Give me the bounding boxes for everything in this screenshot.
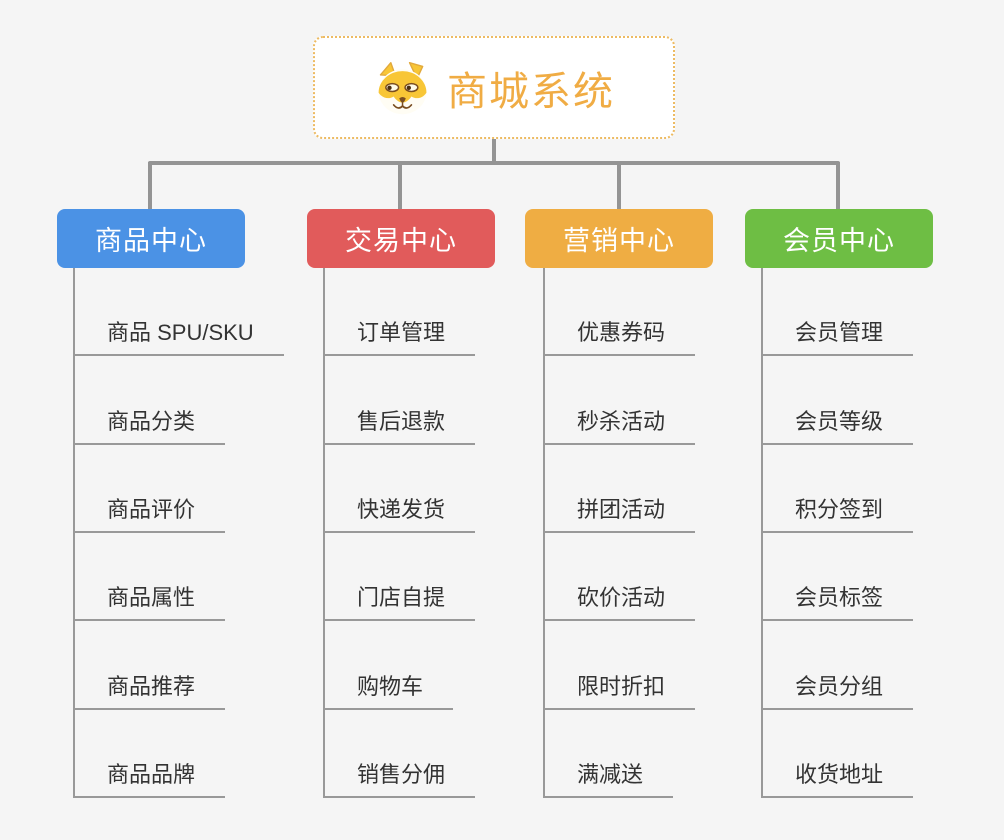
topic-node[interactable]: 砍价活动 <box>543 585 696 622</box>
topic-node[interactable]: 快递发货 <box>323 497 476 533</box>
leaf-slot: 限时折扣 <box>543 621 696 710</box>
leaf-slot: 商品 SPU/SKU <box>73 268 284 357</box>
leaf-list: 优惠券码秒杀活动拼团活动砍价活动限时折扣满减送 <box>543 268 696 798</box>
root-node[interactable]: 商城系统 <box>313 36 675 139</box>
topic-node[interactable]: 积分签到 <box>761 497 914 533</box>
topic-node[interactable]: 门店自提 <box>323 585 476 622</box>
topic-node[interactable]: 销售分佣 <box>323 762 476 798</box>
topic-node[interactable]: 售后退款 <box>323 409 476 445</box>
leaf-slot: 秒杀活动 <box>543 356 696 445</box>
leaf-slot: 会员等级 <box>761 356 914 445</box>
connector-drop-4 <box>836 162 840 210</box>
topic-node[interactable]: 收货地址 <box>761 762 914 798</box>
topic-node[interactable]: 限时折扣 <box>543 674 696 710</box>
leaf-slot: 拼团活动 <box>543 445 696 533</box>
leaf-slot: 满减送 <box>543 710 695 798</box>
branch-node-2[interactable]: 交易中心 <box>307 209 495 268</box>
branch-label: 会员中心 <box>783 226 895 256</box>
topic-node[interactable]: 商品评价 <box>73 497 226 533</box>
topic-node[interactable]: 会员标签 <box>761 585 914 622</box>
branch-node-3[interactable]: 营销中心 <box>525 209 713 268</box>
leaf-slot: 销售分佣 <box>323 710 476 798</box>
branch-node-4[interactable]: 会员中心 <box>745 209 933 268</box>
connector-root-drop <box>492 139 496 165</box>
topic-node[interactable]: 会员分组 <box>761 674 914 710</box>
branch-label: 商品中心 <box>95 226 207 256</box>
leaf-list: 商品 SPU/SKU 商品分类商品评价商品属性商品推荐商品品牌 <box>73 268 284 798</box>
topic-node[interactable]: 秒杀活动 <box>543 409 696 445</box>
leaf-slot: 商品分类 <box>73 356 284 445</box>
leaf-list: 订单管理售后退款快递发货门店自提购物车销售分佣 <box>323 268 476 798</box>
leaf-slot: 商品属性 <box>73 533 284 622</box>
topic-node[interactable]: 会员管理 <box>761 320 914 357</box>
leaf-slot: 会员分组 <box>761 621 914 710</box>
leaf-slot: 商品评价 <box>73 445 284 533</box>
leaf-slot: 门店自提 <box>323 533 476 622</box>
leaf-slot: 订单管理 <box>323 268 476 357</box>
branch-label: 交易中心 <box>345 226 457 256</box>
connector-drop-2 <box>398 162 402 210</box>
shiba-dog-icon <box>378 61 427 114</box>
topic-node[interactable]: 满减送 <box>543 762 674 798</box>
branch-node-1[interactable]: 商品中心 <box>57 209 245 268</box>
topic-node[interactable]: 会员等级 <box>761 409 914 445</box>
leaf-slot: 优惠券码 <box>543 268 696 357</box>
topic-node[interactable]: 购物车 <box>323 674 454 710</box>
leaf-slot: 收货地址 <box>761 710 914 798</box>
leaf-slot: 会员标签 <box>761 533 914 622</box>
topic-node[interactable]: 拼团活动 <box>543 497 696 533</box>
connector-bus <box>148 161 840 165</box>
leaf-slot: 砍价活动 <box>543 533 696 622</box>
topic-node[interactable]: 商品分类 <box>73 409 226 445</box>
topic-node[interactable]: 商品推荐 <box>73 674 226 710</box>
topic-node[interactable]: 优惠券码 <box>543 320 696 357</box>
topic-node[interactable]: 商品属性 <box>73 585 226 622</box>
leaf-slot: 快递发货 <box>323 445 476 533</box>
root-title: 商城系统 <box>447 69 615 114</box>
leaf-slot: 售后退款 <box>323 356 476 445</box>
branch-label: 营销中心 <box>563 226 675 256</box>
leaf-slot: 积分签到 <box>761 445 914 533</box>
topic-node[interactable]: 商品品牌 <box>73 762 226 798</box>
leaf-slot: 购物车 <box>323 621 475 710</box>
leaf-list: 会员管理会员等级积分签到会员标签会员分组收货地址 <box>761 268 914 798</box>
topic-node[interactable]: 订单管理 <box>323 320 476 357</box>
connector-drop-3 <box>617 162 621 210</box>
leaf-slot: 商品品牌 <box>73 710 284 798</box>
leaf-slot: 会员管理 <box>761 268 914 357</box>
connector-drop-1 <box>148 162 152 210</box>
leaf-slot: 商品推荐 <box>73 621 284 710</box>
topic-node[interactable]: 商品 SPU/SKU <box>73 320 284 357</box>
